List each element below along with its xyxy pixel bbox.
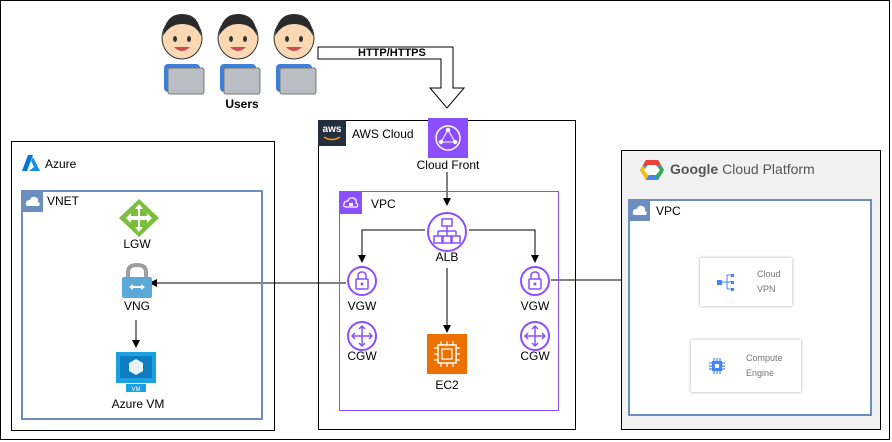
vgw-right-icon — [520, 266, 550, 296]
compute-engine-card: Compute Engine — [691, 340, 801, 392]
vnet-cloud-icon — [23, 192, 43, 212]
users-label: Users — [225, 97, 259, 111]
cloud-vpn-card: Cloud VPN — [700, 258, 792, 306]
gcp-vpc-label: VPC — [656, 204, 681, 218]
vgw-right-label: VGW — [520, 299, 550, 313]
aws-vpc-label: VPC — [371, 197, 396, 211]
aws-vpc-icon — [340, 192, 362, 214]
cgw-right-icon — [520, 321, 550, 351]
vnet-label: VNET — [47, 194, 80, 208]
ec2-icon — [427, 334, 467, 374]
gcp-logo-icon — [640, 160, 664, 180]
azure-icon — [22, 155, 40, 171]
local-gateway-icon — [119, 199, 159, 237]
cgw-left-icon — [347, 321, 377, 351]
ec2-label: EC2 — [435, 378, 459, 392]
azure-title: Azure — [45, 157, 77, 171]
cloudfront-icon — [428, 118, 468, 158]
lgw-label: LGW — [123, 237, 151, 251]
gcp-title: Google Cloud Platform — [670, 161, 815, 177]
vng-lock-icon — [122, 263, 152, 298]
aws-smile-icon — [323, 136, 341, 141]
vnet-container — [21, 190, 263, 420]
users-icon — [161, 13, 317, 95]
gcp-vpc-icon — [630, 201, 650, 221]
compute-engine-label-2: Engine — [746, 368, 775, 378]
compute-engine-label-1: Compute — [746, 353, 783, 363]
alb-icon — [427, 212, 467, 252]
cgw-left-label: CGW — [347, 349, 377, 363]
azure-vm-label: Azure VM — [111, 397, 165, 411]
alb-to-vgw-left — [358, 229, 425, 263]
cloud-vpn-icon — [717, 274, 734, 291]
cloud-vpn-label-1: Cloud — [757, 269, 781, 279]
aws-cloud-title: AWS Cloud — [352, 127, 414, 141]
users-to-cloudfront-arrow — [317, 46, 466, 109]
compute-engine-icon — [709, 358, 725, 374]
cgw-right-label: CGW — [520, 349, 550, 363]
aws-vpc-container — [339, 191, 559, 411]
gcp-title-rest: Cloud Platform — [722, 161, 815, 177]
vgw-left-icon — [347, 266, 377, 296]
azure-container — [11, 141, 275, 431]
http-https-label: HTTP/HTTPS — [358, 47, 426, 59]
alb-to-vgw-right — [469, 229, 539, 263]
aws-logo-text: aws — [322, 124, 342, 135]
cloudfront-label: Cloud Front — [416, 158, 480, 172]
vm-badge-text: VM — [132, 387, 141, 393]
aws-logo: aws — [318, 120, 346, 146]
vgw-left-label: VGW — [347, 299, 377, 313]
cloud-vpn-label-2: VPN — [757, 284, 776, 294]
gcp-brand: Google — [670, 161, 719, 177]
vm-icon: VM — [116, 352, 156, 393]
alb-label: ALB — [435, 250, 459, 264]
vng-label: VNG — [123, 299, 150, 313]
